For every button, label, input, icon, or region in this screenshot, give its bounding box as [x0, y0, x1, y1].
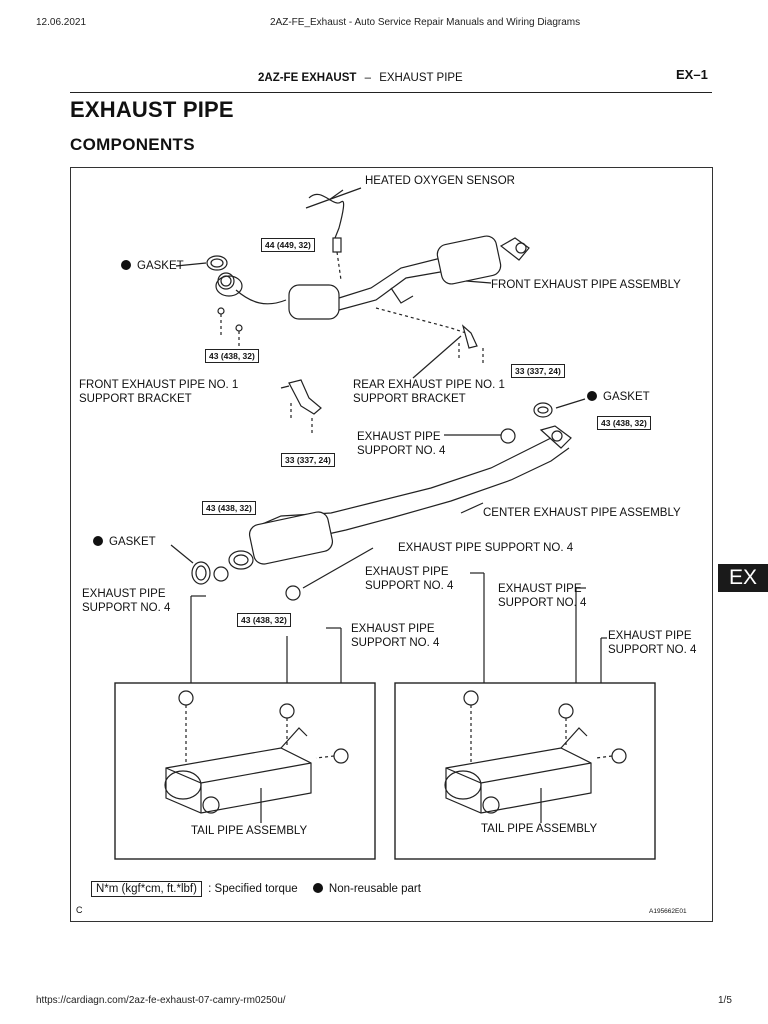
gasket-top-text: GASKET	[137, 260, 184, 272]
rear-bracket-line2: SUPPORT BRACKET	[353, 393, 466, 405]
torque-43-front: 43 (438, 32)	[205, 349, 259, 363]
label-tail-pipe-right: TAIL PIPE ASSEMBLY	[481, 823, 598, 835]
support-c-line1: EXHAUST PIPE	[365, 566, 449, 578]
page-title: EXHAUST PIPE	[70, 97, 234, 122]
legend-unit: N*m (kgf*cm, ft.*lbf)	[91, 881, 202, 897]
label-heated-oxygen-sensor: HEATED OXYGEN SENSOR	[365, 175, 515, 187]
label-front-exhaust-pipe-assembly: FRONT EXHAUST PIPE ASSEMBLY	[491, 279, 681, 291]
support-g-line2: SUPPORT NO. 4	[608, 644, 697, 656]
support-d-line2: SUPPORT NO. 4	[498, 597, 587, 609]
legend-nonreusable: Non-reusable part	[328, 883, 421, 895]
label-support-no4-a: EXHAUST PIPE SUPPORT NO. 4	[357, 430, 445, 458]
torque-44-top: 44 (449, 32)	[261, 238, 315, 252]
support-a-line2: SUPPORT NO. 4	[357, 445, 446, 457]
support-d-line1: EXHAUST PIPE	[498, 583, 582, 595]
ex-section-tab: EX	[718, 564, 768, 592]
legend: N*m (kgf*cm, ft.*lbf) : Specified torque…	[91, 881, 421, 897]
support-c-line2: SUPPORT NO. 4	[365, 580, 454, 592]
header-rule	[70, 92, 712, 93]
torque-33-front: 33 (337, 24)	[281, 453, 335, 467]
support-f-line2: SUPPORT NO. 4	[351, 637, 440, 649]
print-url: https://cardiagn.com/2az-fe-exhaust-07-c…	[36, 995, 286, 1006]
figure-code: A195662E01	[649, 908, 687, 915]
torque-43-right: 43 (438, 32)	[597, 416, 651, 430]
rear-bracket-line1: REAR EXHAUST PIPE NO. 1	[353, 379, 505, 391]
support-f-line1: EXHAUST PIPE	[351, 623, 435, 635]
label-rear-bracket: REAR EXHAUST PIPE NO. 1 SUPPORT BRACKET	[353, 378, 505, 406]
page-code: EX–1	[676, 67, 708, 82]
exhaust-diagram-drawing	[114, 187, 656, 860]
label-gasket-right: GASKET	[587, 390, 650, 404]
torque-43-center: 43 (438, 32)	[202, 501, 256, 515]
gasket-left-text: GASKET	[109, 536, 156, 548]
legend-specified: : Specified torque	[208, 883, 298, 895]
label-gasket-top: GASKET	[121, 259, 184, 273]
label-support-no4-f: EXHAUST PIPE SUPPORT NO. 4	[351, 622, 439, 650]
torque-43-bottom: 43 (438, 32)	[237, 613, 291, 627]
print-date: 12.06.2021	[36, 17, 87, 28]
label-support-no4-e: EXHAUST PIPE SUPPORT NO. 4	[82, 587, 170, 615]
section-header: 2AZ-FE EXHAUST – EXHAUST PIPE	[258, 72, 463, 84]
support-e-line2: SUPPORT NO. 4	[82, 602, 171, 614]
front-bracket-line1: FRONT EXHAUST PIPE NO. 1	[79, 379, 239, 391]
nonreusable-dot-icon	[121, 260, 131, 270]
support-e-line1: EXHAUST PIPE	[82, 588, 166, 600]
figure-corner-letter: C	[76, 905, 83, 915]
print-page-title: 2AZ-FE_Exhaust - Auto Service Repair Man…	[270, 17, 581, 28]
label-gasket-left: GASKET	[93, 535, 156, 549]
support-a-line1: EXHAUST PIPE	[357, 431, 441, 443]
front-bracket-line2: SUPPORT BRACKET	[79, 393, 192, 405]
nonreusable-dot-icon	[312, 883, 323, 893]
label-support-no4-b: EXHAUST PIPE SUPPORT NO. 4	[398, 542, 574, 554]
label-tail-pipe-left: TAIL PIPE ASSEMBLY	[191, 825, 308, 837]
label-support-no4-d: EXHAUST PIPE SUPPORT NO. 4	[498, 582, 586, 610]
support-g-line1: EXHAUST PIPE	[608, 630, 692, 642]
label-support-no4-c: EXHAUST PIPE SUPPORT NO. 4	[365, 565, 453, 593]
torque-33-rear: 33 (337, 24)	[511, 364, 565, 378]
nonreusable-dot-icon	[587, 391, 597, 401]
label-front-bracket: FRONT EXHAUST PIPE NO. 1 SUPPORT BRACKET	[79, 378, 238, 406]
section-header-dash: –	[364, 72, 372, 84]
label-support-no4-g: EXHAUST PIPE SUPPORT NO. 4	[608, 629, 696, 657]
nonreusable-dot-icon	[93, 536, 103, 546]
section-header-rest: EXHAUST PIPE	[379, 72, 463, 84]
gasket-right-text: GASKET	[603, 391, 650, 403]
components-figure: HEATED OXYGEN SENSOR 44 (449, 32) GASKET…	[70, 167, 713, 922]
label-center-exhaust-pipe-assembly: CENTER EXHAUST PIPE ASSEMBLY	[483, 507, 681, 519]
print-page-count: 1/5	[718, 995, 732, 1006]
section-header-bold: 2AZ-FE EXHAUST	[258, 72, 357, 84]
page-subtitle: COMPONENTS	[70, 135, 195, 154]
